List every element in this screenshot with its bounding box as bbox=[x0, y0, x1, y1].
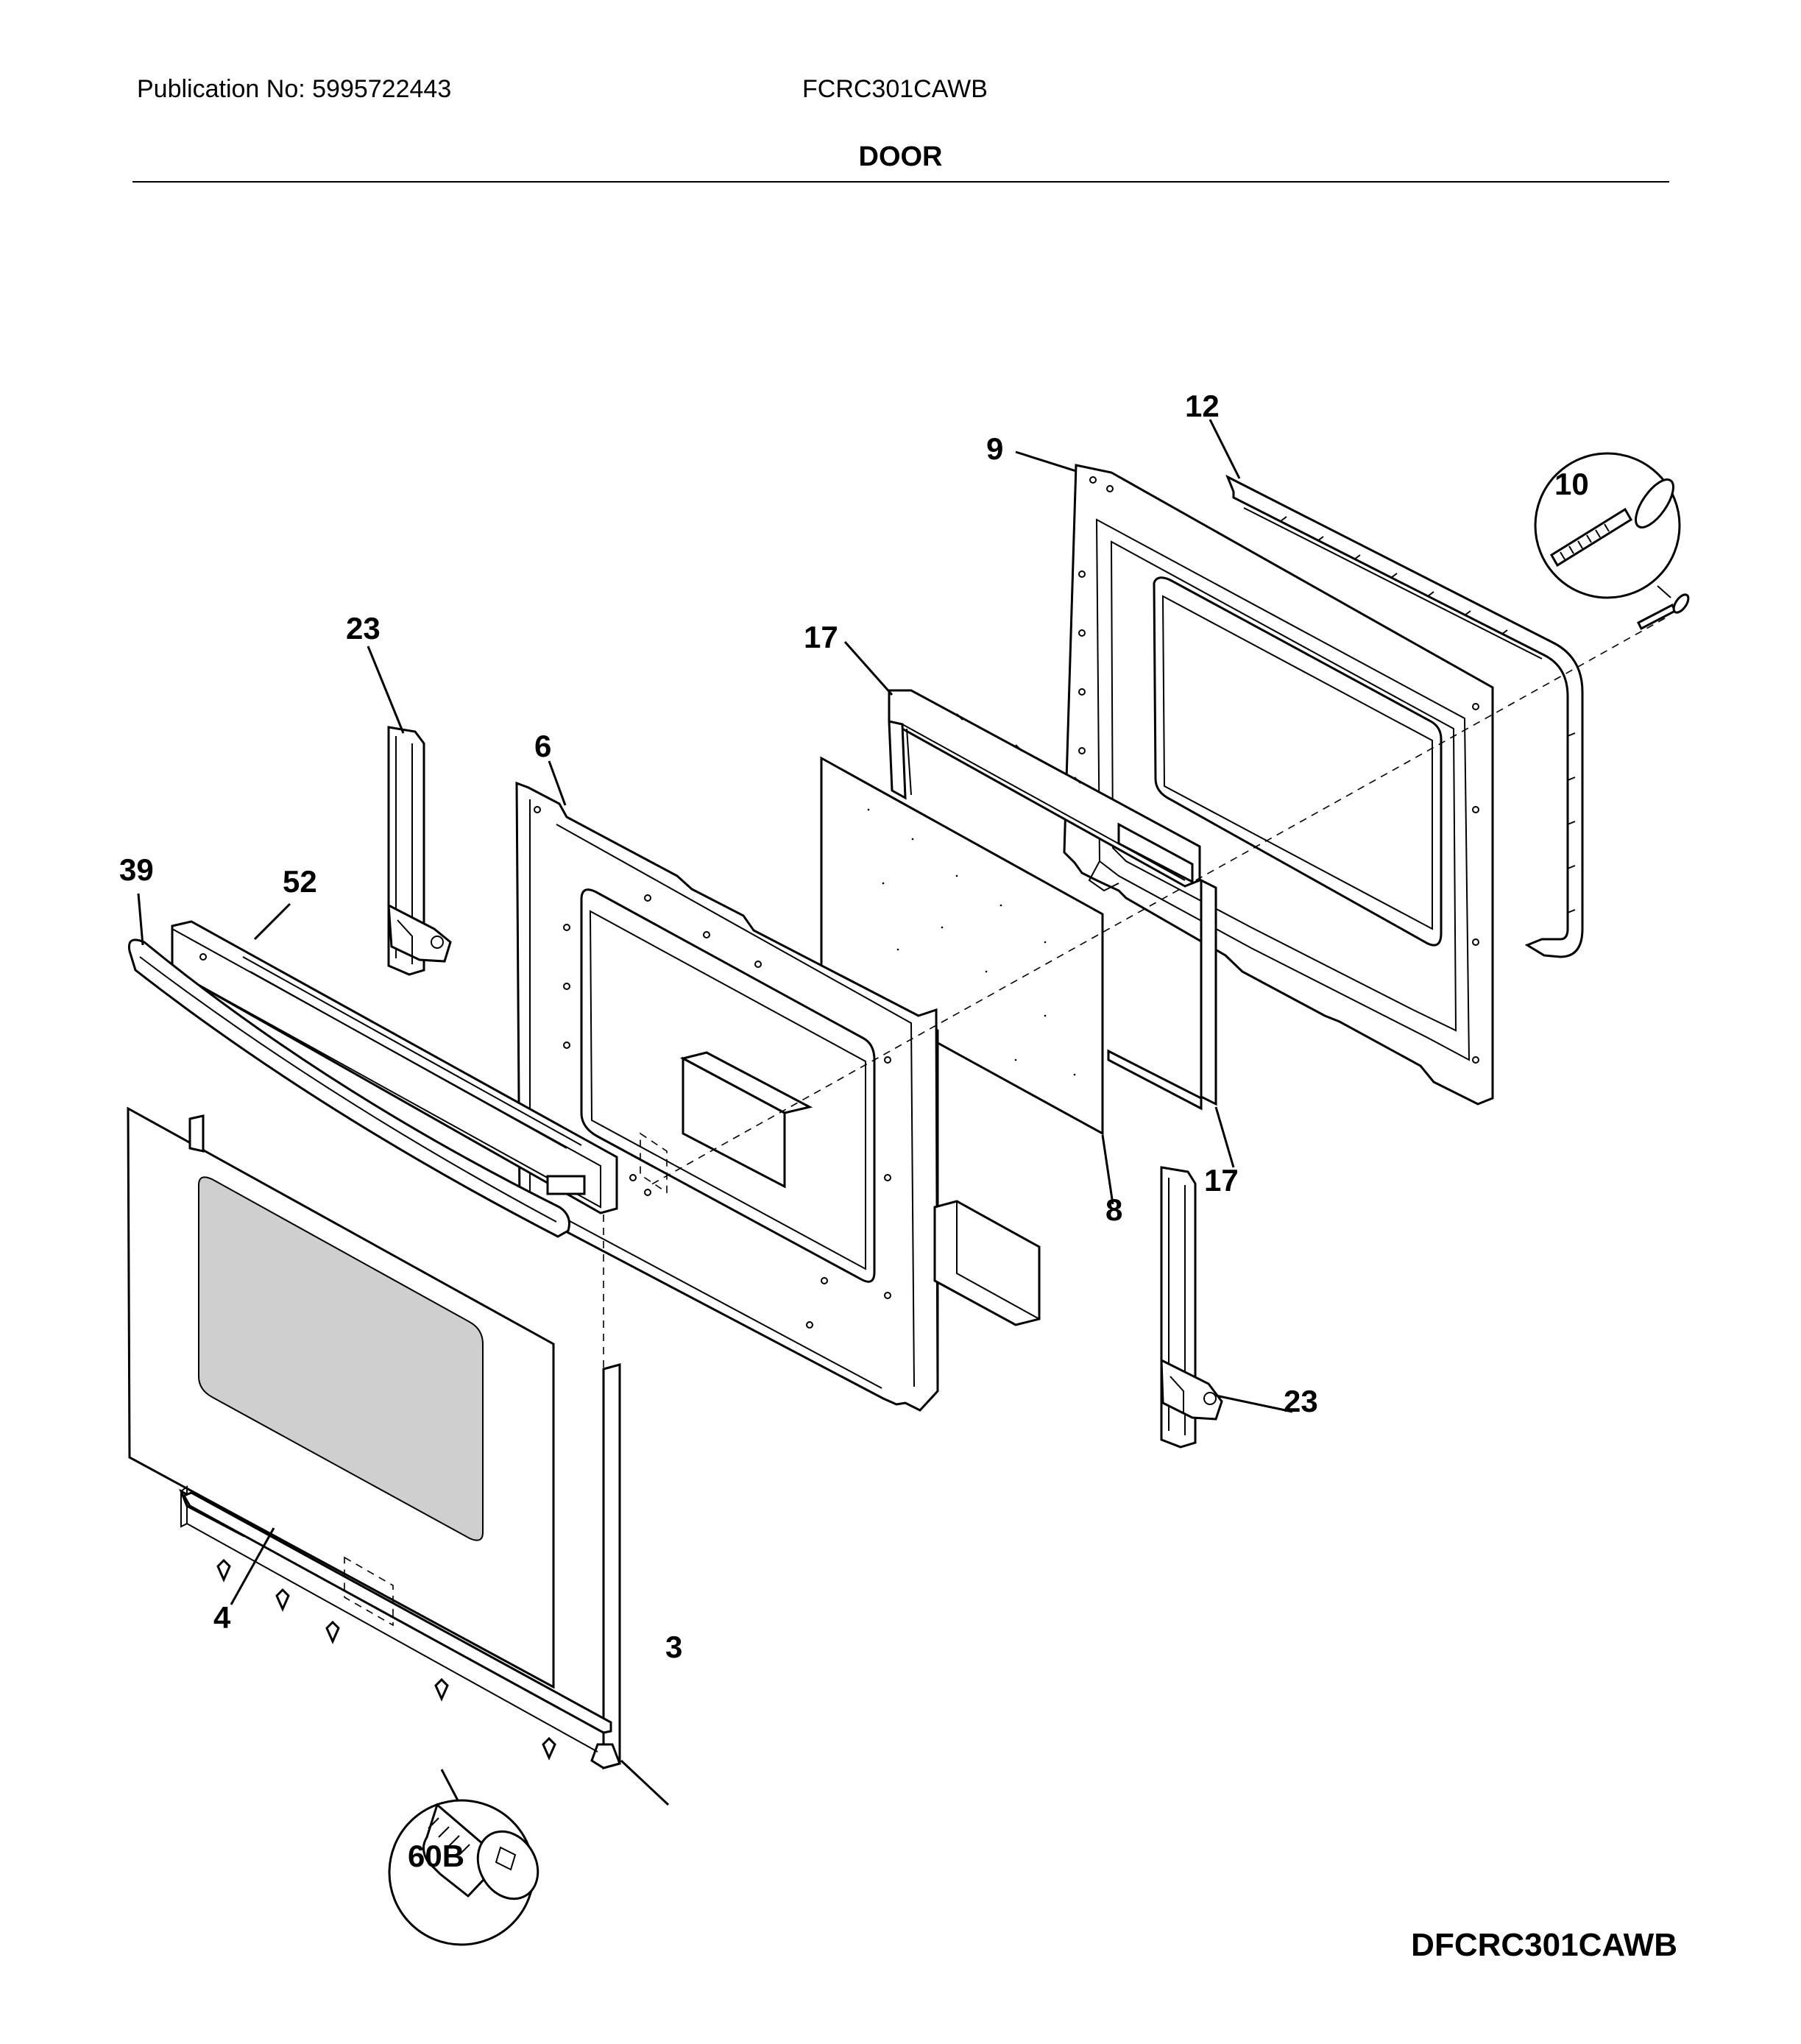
part-60b-screw-detail bbox=[388, 1799, 539, 1946]
leader-lines bbox=[137, 419, 1293, 1806]
callout-12: 12 bbox=[1185, 389, 1220, 423]
door-screws bbox=[216, 1558, 556, 1761]
part-23-hinge-top bbox=[387, 726, 452, 976]
part-52-handle-rail bbox=[171, 920, 618, 1214]
callout-60b: 60B bbox=[408, 1839, 464, 1873]
callout-17-top: 17 bbox=[804, 620, 838, 654]
callout-17-bottom: 17 bbox=[1204, 1163, 1239, 1198]
part-9-inner-door-liner bbox=[1063, 464, 1494, 1106]
callout-9: 9 bbox=[986, 431, 1003, 466]
callout-23-top: 23 bbox=[346, 611, 381, 646]
insulation-block bbox=[679, 1051, 1041, 1326]
callout-3: 3 bbox=[665, 1630, 682, 1664]
callout-8: 8 bbox=[1105, 1192, 1122, 1227]
callout-4: 4 bbox=[213, 1600, 231, 1635]
section-title: DOOR bbox=[858, 141, 943, 172]
part-3-door-trim bbox=[182, 1363, 621, 1769]
alignment-lines bbox=[344, 618, 1666, 1627]
callout-52: 52 bbox=[283, 864, 317, 899]
part-10-screw bbox=[1534, 452, 1690, 631]
model-number: FCRC301CAWB bbox=[802, 75, 988, 103]
callout-10: 10 bbox=[1554, 467, 1589, 501]
part-8-door-glass bbox=[820, 756, 1104, 1136]
callout-39: 39 bbox=[119, 852, 154, 887]
callout-labels: 12 9 10 23 17 6 39 52 17 8 23 4 3 60B bbox=[119, 389, 1589, 1873]
publication-number: Publication No: 5995722443 bbox=[137, 75, 452, 103]
diagram-code: DFCRC301CAWB bbox=[1411, 1927, 1677, 1963]
part-17-glass-retainer bbox=[888, 689, 1217, 1111]
callout-23-bottom: 23 bbox=[1284, 1384, 1318, 1418]
callout-6: 6 bbox=[534, 729, 551, 763]
header-rule bbox=[132, 181, 1669, 183]
part-23-hinge-bottom bbox=[1160, 1166, 1223, 1449]
part-39-handle bbox=[127, 938, 570, 1238]
